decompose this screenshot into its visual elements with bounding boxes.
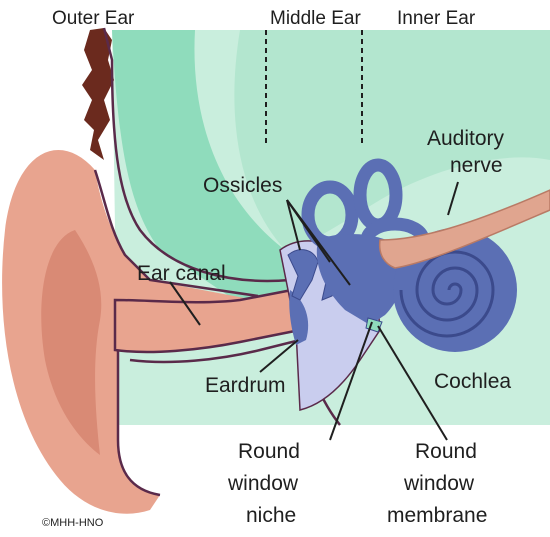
label-eardrum: Eardrum [205,374,286,397]
auditory-nerve [378,189,550,269]
label-round-window-niche-line2: window [227,472,299,495]
ear-hair [82,28,114,160]
label-auditory-nerve-line2: nerve [450,154,503,177]
label-cochlea: Cochlea [434,370,511,393]
outer-ear-heading: Outer Ear [52,8,135,29]
label-round-window-membrane-line1: Round [415,440,477,463]
label-round-window-membrane-line3: membrane [387,504,487,527]
label-ear-canal: Ear canal [137,262,226,285]
pointer-lines [169,181,459,441]
label-ossicles: Ossicles [203,174,282,197]
canal-skin-outline [93,169,259,497]
copyright-notice: ©MHH-HNO [42,517,104,529]
label-round-window-membrane-line2: window [403,472,475,495]
middle-ear-heading: Middle Ear [270,8,361,29]
pinna-inner-fold [41,230,102,455]
tissue-outline [102,27,291,283]
tissue-green-band [112,30,300,330]
cochlea-spiral [399,250,495,338]
label-round-window-niche-line1: Round [238,440,300,463]
ossicle-malleus [287,249,319,301]
label-round-window-niche-line3: niche [246,504,296,527]
inner-ear-heading: Inner Ear [397,8,476,29]
eardrum-shape [289,290,309,345]
label-auditory-nerve-line1: Auditory [427,127,505,150]
